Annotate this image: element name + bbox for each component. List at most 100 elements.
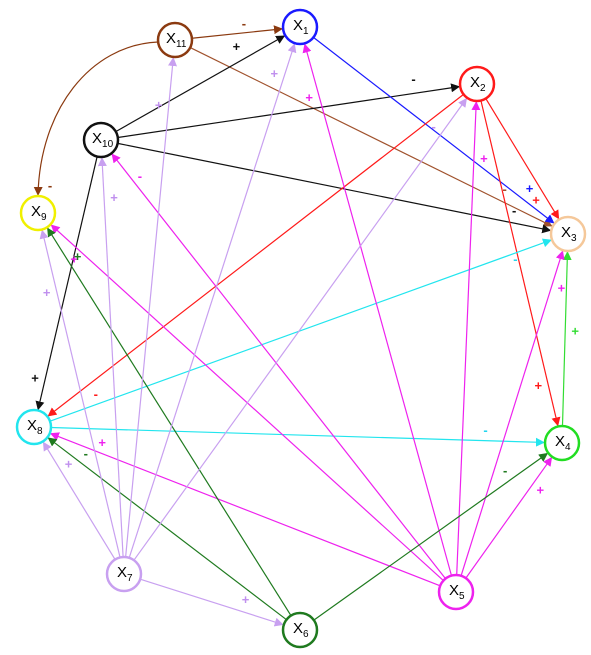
edge-x5-to-x10 (111, 153, 446, 580)
edge-x11-to-x9 (33, 41, 159, 196)
edge-sign-x8-x3: - (513, 251, 517, 266)
edge-sign-x5-x10: - (138, 169, 142, 184)
node-circle-x11 (156, 21, 194, 59)
node-x6: X6 (281, 611, 319, 649)
edge-x5-to-x2 (456, 101, 481, 576)
node-label-x1: X1 (293, 17, 309, 37)
edge-x7-to-x2 (133, 97, 468, 561)
node-label-subscript: 8 (37, 426, 43, 437)
edge-sign-x2-x3: + (532, 193, 540, 208)
node-label-base: X (561, 224, 571, 241)
edge-sign-x5-x3: + (558, 281, 566, 296)
edge-sign-x2-x8: - (94, 386, 98, 401)
edge-x10-to-x8 (35, 156, 98, 411)
node-x9: X9 (19, 194, 57, 232)
edge-sign-x6-x9: + (74, 249, 82, 264)
node-circle-x8 (15, 408, 53, 446)
node-label-x4: X4 (555, 433, 571, 453)
edge-sign-x11-x1: - (242, 16, 246, 31)
edge-sign-x7-x1: + (271, 66, 279, 81)
node-circle-x6 (281, 611, 319, 649)
node-label-subscript: 4 (565, 442, 571, 453)
node-label-base: X (293, 17, 303, 34)
node-label-x9: X9 (31, 203, 47, 223)
node-x1: X1 (281, 8, 319, 46)
node-label-subscript: 7 (127, 573, 133, 584)
edge-x5-to-x1 (302, 43, 453, 576)
node-label-base: X (31, 203, 41, 220)
edge-x2-to-x3 (485, 98, 560, 220)
node-circle-x2 (458, 65, 496, 103)
node-label-base: X (27, 417, 37, 434)
edge-sign-x11-x3: - (502, 181, 506, 196)
edge-sign-x5-x2: + (480, 151, 488, 166)
edge-sign-x10-x8: + (31, 370, 39, 385)
node-label-subscript: 10 (102, 139, 114, 150)
node-circle-x10 (82, 121, 120, 159)
edge-sign-x7-x2: - (432, 119, 436, 134)
edge-x2-to-x4 (480, 100, 561, 427)
node-label-base: X (166, 30, 176, 47)
node-x8: X8 (15, 408, 53, 446)
edge-sign-x1-x3: + (526, 181, 534, 196)
edge-x4-to-x3 (561, 251, 572, 427)
edge-x7-to-x9 (39, 229, 121, 558)
edge-sign-x10-x3: - (512, 203, 516, 218)
edge-sign-x7-x8: + (65, 456, 73, 471)
edge-sign-x5-x4: + (537, 483, 545, 498)
edge-sign-x5-x8: + (98, 435, 106, 450)
edge-x7-to-x6 (140, 578, 284, 627)
edge-sign-x7-x10: + (110, 190, 118, 205)
edge-sign-x7-x11: + (155, 98, 163, 113)
edge-x2-to-x8 (47, 93, 464, 417)
node-label-base: X (449, 582, 459, 599)
edge-x6-to-x8 (47, 437, 287, 621)
node-x7: X7 (105, 555, 143, 593)
edge-sign-x5-x1: + (305, 90, 313, 105)
node-label-x6: X6 (293, 620, 309, 640)
node-label-subscript: 3 (571, 233, 577, 244)
edge-sign-x10-x2: - (411, 71, 415, 86)
edge-x8-to-x3 (49, 238, 552, 422)
node-circle-x9 (19, 194, 57, 232)
node-label-subscript: 2 (480, 83, 486, 94)
edge-x5-to-x4 (465, 456, 553, 579)
edge-x5-to-x8 (49, 432, 441, 587)
edge-x7-to-x1 (128, 43, 297, 559)
edge-x10-to-x3 (117, 142, 552, 234)
node-circle-x3 (549, 215, 587, 253)
node-label-x3: X3 (561, 224, 577, 244)
edge-x8-to-x4 (50, 426, 545, 447)
edge-x6-to-x4 (313, 452, 549, 621)
node-label-base: X (92, 130, 102, 147)
edge-x7-to-x11 (125, 57, 177, 558)
edge-sign-x10-x1: + (233, 39, 241, 54)
node-label-subscript: 6 (303, 629, 309, 640)
node-label-x5: X5 (449, 582, 465, 602)
node-label-x11: X11 (166, 30, 187, 50)
edge-x7-to-x8 (42, 441, 116, 560)
node-label-x7: X7 (117, 564, 133, 584)
node-x3: X3 (549, 215, 587, 253)
edge-sign-x4-x3: + (571, 323, 579, 338)
node-label-base: X (293, 620, 303, 637)
edge-x11-to-x3 (189, 46, 553, 227)
node-x10: X10 (82, 121, 120, 159)
edges-layer (33, 25, 572, 627)
edge-x10-to-x1 (115, 35, 286, 133)
edge-x7-to-x10 (97, 157, 124, 558)
edge-sign-x7-x9: + (43, 285, 51, 300)
node-x5: X5 (437, 573, 475, 611)
edge-sign-x7-x6: + (242, 592, 250, 607)
edge-sign-x8-x4: - (483, 423, 487, 438)
node-label-x8: X8 (27, 417, 43, 437)
node-label-subscript: 5 (459, 591, 465, 602)
edge-sign-x11-x9: - (48, 178, 52, 193)
node-circle-x4 (543, 424, 581, 462)
edge-sign-x6-x8: - (84, 446, 88, 461)
node-x11: X11 (156, 21, 194, 59)
node-label-base: X (555, 433, 565, 450)
